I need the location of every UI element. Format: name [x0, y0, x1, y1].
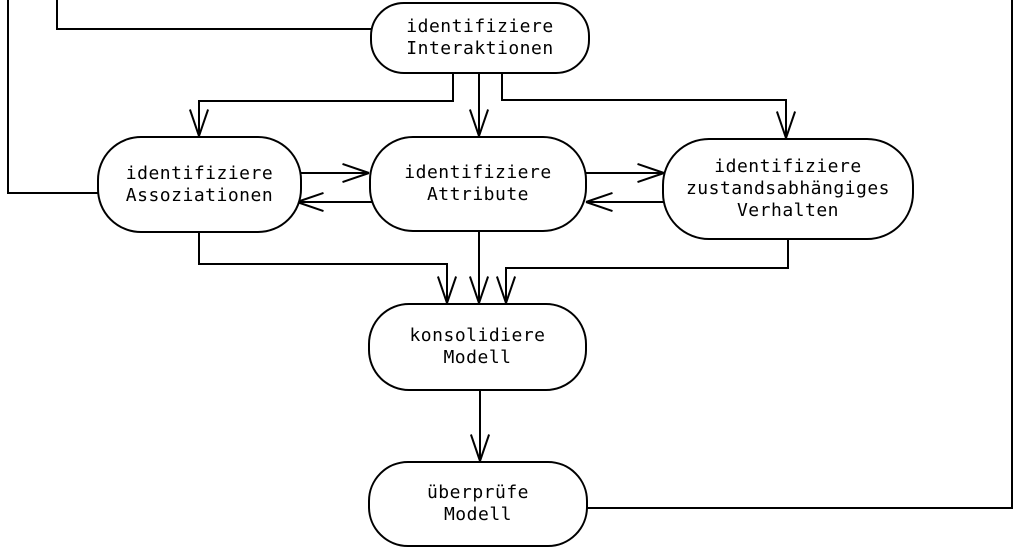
- node-identifiziere-attribute: identifiziere Attribute: [369, 136, 587, 232]
- edge-assoziationen-to-konsolidiere: [198, 228, 448, 303]
- arrowhead-konsolidiere-to-ueberpruefe: [469, 434, 481, 462]
- edge-verhalten-to-konsolidiere: [505, 235, 789, 303]
- arrowhead-verhalten-to-attribute: [585, 201, 613, 213]
- arrowhead-interaktionen-to-verhalten: [775, 111, 787, 139]
- arrowhead-assoziationen-to-attribute: [342, 162, 370, 174]
- node-ueberpruefe-modell: überprüfe Modell: [368, 461, 588, 547]
- arrowhead-attribute-to-konsolidiere: [478, 276, 490, 304]
- node-identifiziere-interaktionen: identifiziere Interaktionen: [370, 2, 590, 74]
- node-label-identifiziere-zustandsabhaengiges-verhalten: identifiziere zustandsabhängiges Verhalt…: [685, 156, 891, 221]
- edge-interaktionen-to-verhalten: [501, 70, 787, 138]
- edge-feedback-left-outer-into-assoziationen: [7, 0, 105, 194]
- edge-feedback-left-inner-into-interaktionen: [56, 0, 378, 30]
- arrowhead-attribute-to-konsolidiere: [468, 276, 480, 304]
- arrowhead-verhalten-to-konsolidiere: [495, 276, 507, 304]
- node-label-identifiziere-assoziationen: identifiziere Assoziationen: [125, 162, 274, 206]
- arrowhead-attribute-to-verhalten: [637, 172, 665, 184]
- arrowhead-verhalten-to-attribute: [585, 191, 613, 203]
- arrowhead-attribute-to-assoziationen: [296, 191, 324, 203]
- arrowhead-attribute-to-verhalten: [637, 162, 665, 174]
- arrowhead-interaktionen-to-attribute: [468, 109, 480, 137]
- arrowhead-interaktionen-to-verhalten: [785, 111, 797, 139]
- arrowhead-assoziationen-to-konsolidiere: [436, 276, 448, 304]
- node-konsolidiere-modell: konsolidiere Modell: [368, 303, 587, 391]
- arrowhead-interaktionen-to-attribute: [478, 109, 490, 137]
- arrowhead-interaktionen-to-assoziationen: [188, 109, 200, 137]
- node-identifiziere-zustandsabhaengiges-verhalten: identifiziere zustandsabhängiges Verhalt…: [662, 138, 914, 240]
- arrowhead-assoziationen-to-konsolidiere: [446, 276, 458, 304]
- arrowhead-assoziationen-to-attribute: [342, 172, 370, 184]
- arrowhead-verhalten-to-konsolidiere: [505, 276, 517, 304]
- node-label-identifiziere-interaktionen: identifiziere Interaktionen: [406, 16, 554, 59]
- arrowhead-interaktionen-to-assoziationen: [198, 109, 210, 137]
- arrowhead-attribute-to-assoziationen: [296, 201, 324, 213]
- edge-feedback-ueberpruefe-right-up: [580, 0, 1013, 509]
- node-label-identifiziere-attribute: identifiziere Attribute: [404, 162, 552, 205]
- node-label-konsolidiere-modell: konsolidiere Modell: [409, 325, 546, 368]
- node-identifiziere-assoziationen: identifiziere Assoziationen: [97, 136, 302, 233]
- edge-interaktionen-to-assoziationen: [198, 70, 454, 136]
- arrowhead-konsolidiere-to-ueberpruefe: [479, 434, 491, 462]
- node-label-ueberpruefe-modell: überprüfe Modell: [426, 482, 530, 525]
